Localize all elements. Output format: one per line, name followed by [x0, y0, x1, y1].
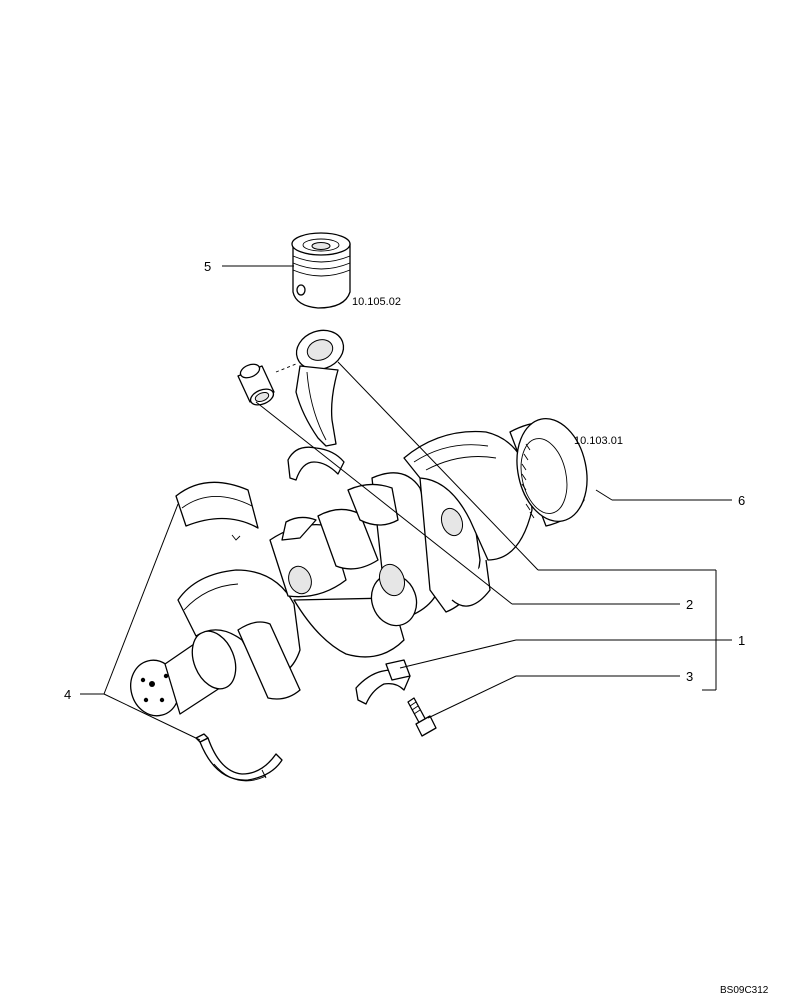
piston-reference: 10.105.02	[352, 296, 401, 308]
main-bearing-shell-lower	[195, 733, 283, 782]
callout-6: 6	[738, 493, 745, 508]
callout-4: 4	[64, 687, 71, 702]
leader-lines	[80, 265, 732, 741]
connecting-rod-cap	[355, 659, 411, 705]
piston	[291, 232, 351, 309]
small-end-bushing	[237, 363, 297, 406]
drawing-code: BS09C312	[720, 985, 769, 996]
callout-3: 3	[686, 669, 693, 684]
callout-5: 5	[204, 259, 211, 274]
flywheel-reference: 10.103.01	[574, 435, 623, 447]
callout-2: 2	[686, 597, 693, 612]
main-bearing-shell-upper	[175, 481, 259, 541]
cap-bolt	[407, 697, 437, 737]
callout-1: 1	[738, 633, 745, 648]
connecting-rod	[287, 329, 345, 481]
crankshaft	[130, 417, 588, 717]
